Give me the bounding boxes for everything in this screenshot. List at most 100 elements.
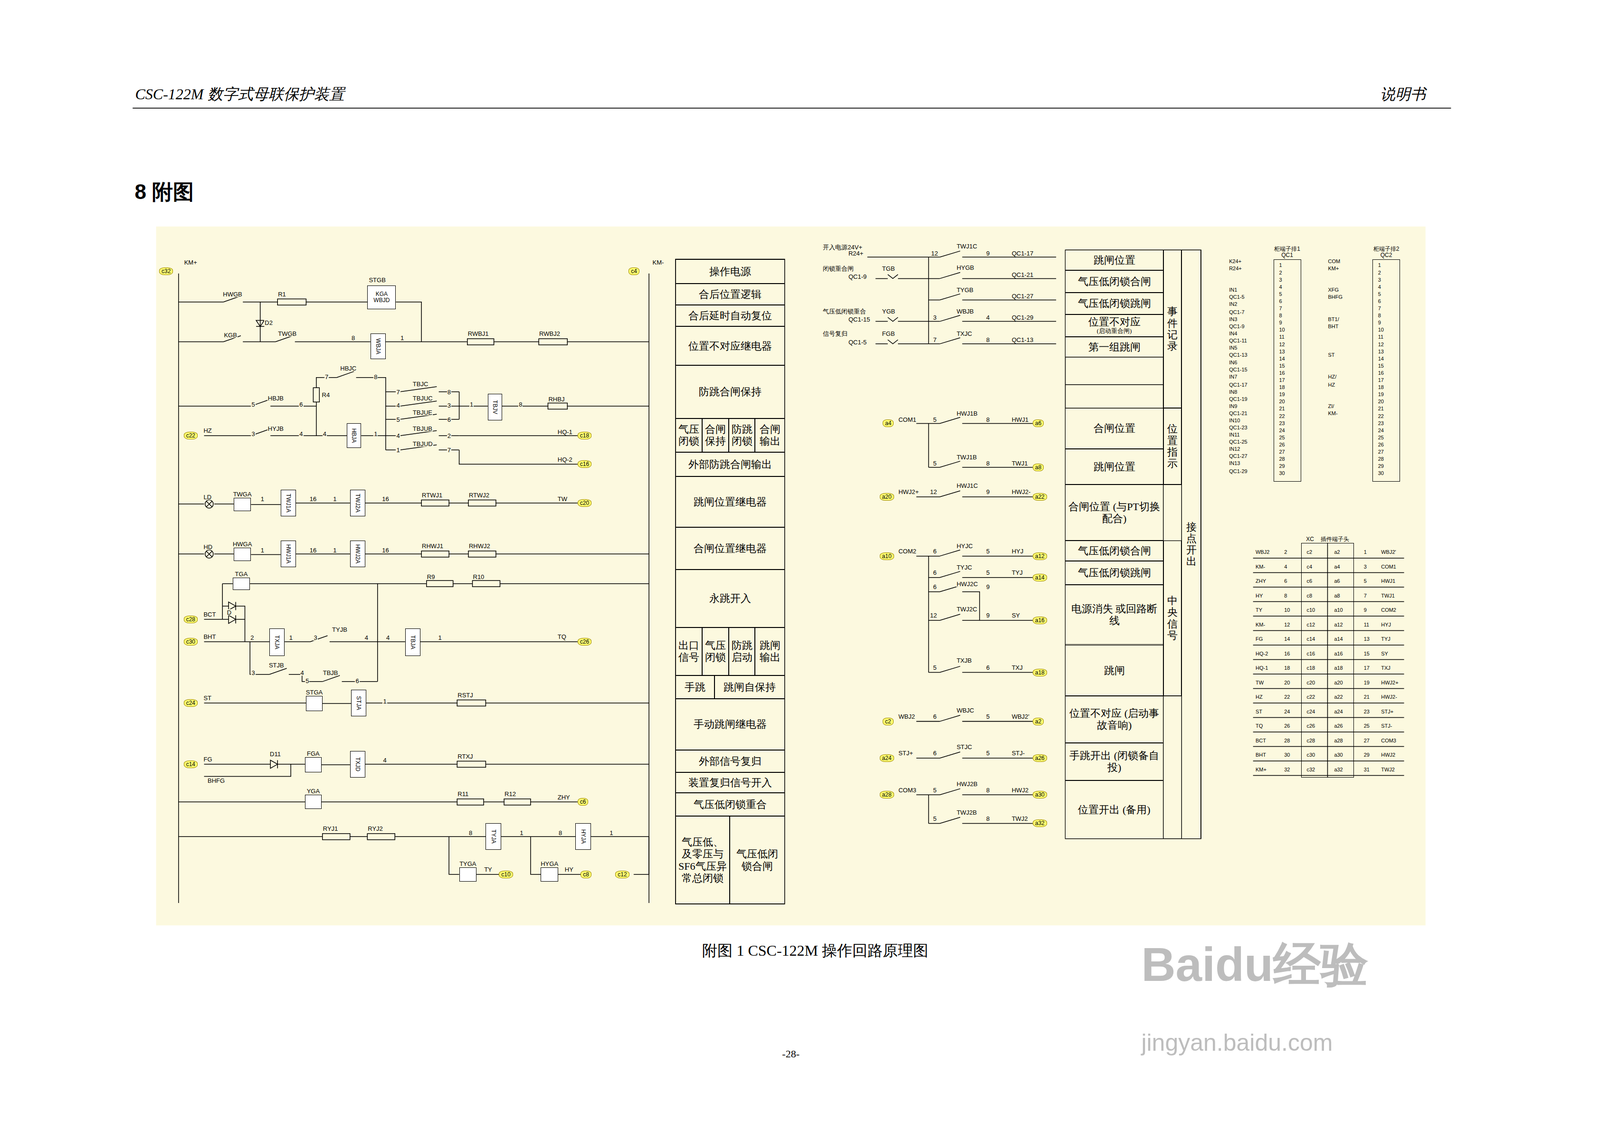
node-text: 装置复归信号开入 xyxy=(688,776,772,789)
signal-label: 5 xyxy=(395,416,400,423)
node-text: HWJ1A xyxy=(285,544,292,564)
relay-coil: TXJD xyxy=(350,751,366,778)
signal-label: 8 xyxy=(558,829,563,836)
page-header: 说明书 xyxy=(1379,86,1427,102)
signal-label: BHT xyxy=(202,633,217,640)
node-text: 跳闸位置 xyxy=(1093,254,1136,267)
signal-label: LD xyxy=(202,494,212,501)
pin-label: 7 xyxy=(1278,305,1283,312)
pin-label: 12 xyxy=(1283,621,1291,628)
node-text: 柜端子排2 xyxy=(1373,246,1400,253)
pin-label: c18 xyxy=(1305,665,1316,671)
relay-coil: HYJA xyxy=(575,823,591,850)
terminal-tag: c14 xyxy=(183,760,198,769)
pin-label: a14 xyxy=(1333,636,1343,642)
pin-label: 4 xyxy=(1278,284,1283,290)
node-text: YGA xyxy=(306,788,321,795)
node-text: TXJA xyxy=(274,635,280,649)
node-text: TYJA xyxy=(490,829,497,844)
signal-label: KM+ xyxy=(183,259,198,266)
pin-label: a30 xyxy=(1333,752,1343,758)
node-text: 气压低闭锁合闸 xyxy=(1077,275,1152,288)
pin-label: c4 xyxy=(1305,563,1313,570)
pin-label: 27 xyxy=(1377,449,1385,455)
relay-coil: WBJA xyxy=(370,333,386,360)
pin-label: QC1-23 xyxy=(1228,424,1248,430)
terminal-tag: c10 xyxy=(498,870,513,879)
signal-label: HWJ1 xyxy=(1011,416,1029,423)
signal-label: 12 xyxy=(930,249,939,257)
pin-label: IN4 xyxy=(1228,331,1238,337)
pin-label: 20 xyxy=(1377,399,1385,405)
component-box: TYGA xyxy=(459,867,477,882)
table-cell: 外部防跳合闸输出 xyxy=(675,452,785,477)
pin-label: 15 xyxy=(1363,650,1371,657)
signal-label: R1 xyxy=(277,290,287,297)
node-text: 跳闸位置继电器 xyxy=(693,495,767,508)
signal-label: 6 xyxy=(354,677,360,684)
pin-label: 30 xyxy=(1278,470,1286,477)
pin-label: a24 xyxy=(1333,708,1343,715)
signal-label: 8 xyxy=(985,786,991,793)
signal-label: 5 xyxy=(250,400,256,408)
table-column-cell: 接点开出 xyxy=(1181,249,1201,839)
pin-label: KM- xyxy=(1255,621,1266,628)
pin-label: 14 xyxy=(1377,355,1385,362)
terminal-tag: a2 xyxy=(1032,717,1044,726)
signal-label: R10 xyxy=(472,573,486,580)
relay-coil: HBJA xyxy=(346,423,362,448)
pin-label: a8 xyxy=(1333,592,1341,599)
pin-label: 22 xyxy=(1283,694,1291,700)
pin-label: IN2 xyxy=(1228,301,1238,307)
signal-label: 8 xyxy=(373,373,378,380)
terminal-tag: a26 xyxy=(1032,754,1048,762)
signal-label: STJB xyxy=(268,662,285,669)
node-text: 气压低闭锁合闸 xyxy=(732,847,783,873)
terminal-tag: a8 xyxy=(1032,463,1044,472)
node-text: 防跳闭锁 xyxy=(731,423,753,448)
pin-label: 11 xyxy=(1363,621,1370,628)
pin-label: a12 xyxy=(1333,621,1343,628)
signal-label: HYJC xyxy=(956,542,974,550)
signal-label: COM1 xyxy=(897,416,917,423)
pin-label: KM- xyxy=(1255,563,1266,570)
signal-label: 4 xyxy=(985,314,991,321)
pin-label: 30 xyxy=(1283,752,1291,758)
terminal-tag: c20 xyxy=(577,499,592,507)
signal-label: 5 xyxy=(932,786,937,793)
pin-label: STJ+ xyxy=(1380,708,1394,715)
pin-label: 5 xyxy=(1377,291,1382,297)
signal-label: QC1-29 xyxy=(1011,314,1035,321)
terminal-tag: c12 xyxy=(615,870,629,879)
node-text: 跳闸 xyxy=(1104,664,1125,677)
pin-label: c16 xyxy=(1305,650,1316,657)
signal-label: TWJ2B xyxy=(956,809,978,816)
pin-label: QC1-21 xyxy=(1228,410,1248,416)
pin-label: HWJ2+ xyxy=(1380,679,1399,686)
node-text: (启动重合闸) xyxy=(1096,327,1133,335)
table-cell: 操作电源 xyxy=(675,259,785,285)
signal-label: 1 xyxy=(437,634,442,641)
table-cell: 永跳开入 xyxy=(675,569,785,628)
signal-label: COM2 xyxy=(897,547,917,554)
signal-label: 6 xyxy=(298,400,304,408)
signal-label: 1 xyxy=(332,546,337,553)
signal-label: 6 xyxy=(447,416,452,423)
signal-label: TBJUD xyxy=(412,440,434,448)
node-text: 气压低闭锁合闸 xyxy=(1077,544,1152,557)
node-text: HWGA xyxy=(232,541,253,548)
pin-label: 5 xyxy=(1363,578,1368,584)
node-text: 气压闭锁 xyxy=(704,639,727,664)
pin-label: 28 xyxy=(1283,737,1291,743)
signal-label: WBJ2' xyxy=(1011,713,1030,720)
pin-label: 24 xyxy=(1278,427,1286,433)
signal-label: QC1-5 xyxy=(847,338,867,345)
node-text: TWJ2A xyxy=(354,493,361,513)
signal-label: TQ xyxy=(557,633,567,640)
signal-label: TBJUC xyxy=(412,394,434,401)
component-box: TGA xyxy=(232,577,251,591)
terminal-tag: c4 xyxy=(628,267,640,276)
signal-label: 1 xyxy=(519,829,524,836)
page-number: -28- xyxy=(781,1048,800,1060)
pin-label: QC1-17 xyxy=(1228,381,1248,388)
